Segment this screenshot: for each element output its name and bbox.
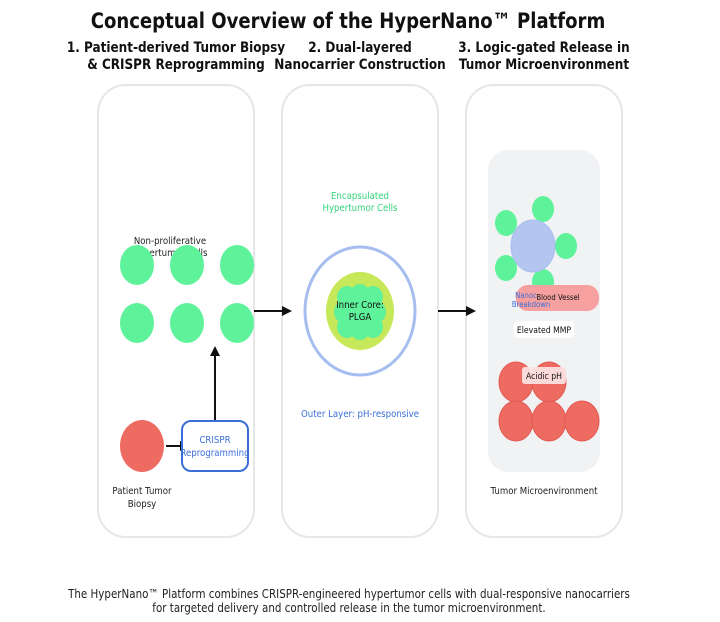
panel-1-heading: 1. Patient-derived Tumor Biopsy & CRISPR… <box>67 40 286 73</box>
svg-text:Inner Core:: Inner Core: <box>336 299 384 311</box>
biopsy-label: Patient Tumor Biopsy <box>112 485 171 510</box>
blood-vessel <box>516 285 599 311</box>
svg-text:Encapsulated: Encapsulated <box>331 190 389 202</box>
svg-text:Breakdown: Breakdown <box>512 299 551 309</box>
svg-text:Patient Tumor: Patient Tumor <box>112 485 171 497</box>
svg-text:Reprogramming: Reprogramming <box>180 447 249 459</box>
svg-text:The HyperNano™ Platform combin: The HyperNano™ Platform combines CRISPR-… <box>67 587 630 601</box>
hypertumor-cell <box>120 303 154 343</box>
encapsulated-cell <box>363 316 383 338</box>
svg-text:2. Dual-layered: 2. Dual-layered <box>308 40 412 56</box>
hypertumor-cell <box>170 245 204 285</box>
released-cell <box>495 255 517 281</box>
panel-2-heading: 2. Dual-layered Nanocarrier Construction <box>274 40 445 73</box>
svg-text:Tumor Microenvironment: Tumor Microenvironment <box>459 57 629 73</box>
ph-label: Acidic pH <box>526 370 562 381</box>
released-cell <box>495 210 517 236</box>
tumor-cell <box>531 400 567 442</box>
blood-vessel-label: Blood Vessel <box>536 292 579 302</box>
svg-text:Biopsy: Biopsy <box>128 498 157 510</box>
crispr-box <box>181 420 249 472</box>
ph-label-box <box>522 367 566 384</box>
encapsulated-label: Encapsulated Hypertumor Cells <box>322 190 397 214</box>
svg-text:Non-proliferative: Non-proliferative <box>134 235 207 247</box>
outer-layer-label: Outer Layer: pH-responsive <box>301 408 419 420</box>
svg-text:Nanoc: Nanoc <box>515 290 537 300</box>
encapsulated-cell <box>350 301 370 323</box>
caption: The HyperNano™ Platform combines CRISPR-… <box>67 587 630 615</box>
svg-text:Hypertumor Cells: Hypertumor Cells <box>132 247 207 259</box>
tumor-cell <box>498 400 534 442</box>
released-cell <box>532 196 554 222</box>
svg-text:3. Logic-gated Release in: 3. Logic-gated Release in <box>458 40 629 56</box>
crispr-label: CRISPR Reprogramming <box>180 434 249 459</box>
svg-text:Hypertumor Cells: Hypertumor Cells <box>322 202 397 214</box>
svg-text:PLGA: PLGA <box>349 311 372 323</box>
svg-text:Nanocarrier Construction: Nanocarrier Construction <box>274 57 445 73</box>
hypertumor-cell <box>220 245 254 285</box>
svg-text:for targeted delivery and cont: for targeted delivery and controlled rel… <box>152 601 545 615</box>
mmp-label-box <box>514 321 574 338</box>
released-cell <box>555 233 577 259</box>
hypertumor-cell <box>220 303 254 343</box>
nanocarrier-breakdown <box>495 196 577 295</box>
cells-label: Non-proliferative Hypertumor Cells <box>132 235 207 259</box>
svg-text:1. Patient-derived Tumor Biops: 1. Patient-derived Tumor Biopsy <box>67 40 286 56</box>
tumor-cell <box>564 400 600 442</box>
hypertumor-cell <box>170 303 204 343</box>
tumor-biopsy-cell <box>120 420 164 472</box>
hypertumor-cell <box>120 245 154 285</box>
breakdown-label: Nanoc Breakdown <box>512 290 551 309</box>
inner-core-label: Inner Core: PLGA <box>336 299 384 323</box>
panel-3-heading: 3. Logic-gated Release in Tumor Microenv… <box>458 40 629 73</box>
encapsulated-cells <box>334 284 386 340</box>
hypertumor-cells-grid <box>120 245 254 343</box>
breakdown-core <box>510 219 556 273</box>
mmp-label: Elevated MMP <box>517 324 571 335</box>
page-title: Conceptual Overview of the HyperNano™ Pl… <box>91 9 606 34</box>
tme-label: Tumor Microenvironment <box>490 485 598 497</box>
svg-text:& CRISPR Reprogramming: & CRISPR Reprogramming <box>87 57 264 73</box>
svg-text:CRISPR: CRISPR <box>199 434 231 446</box>
